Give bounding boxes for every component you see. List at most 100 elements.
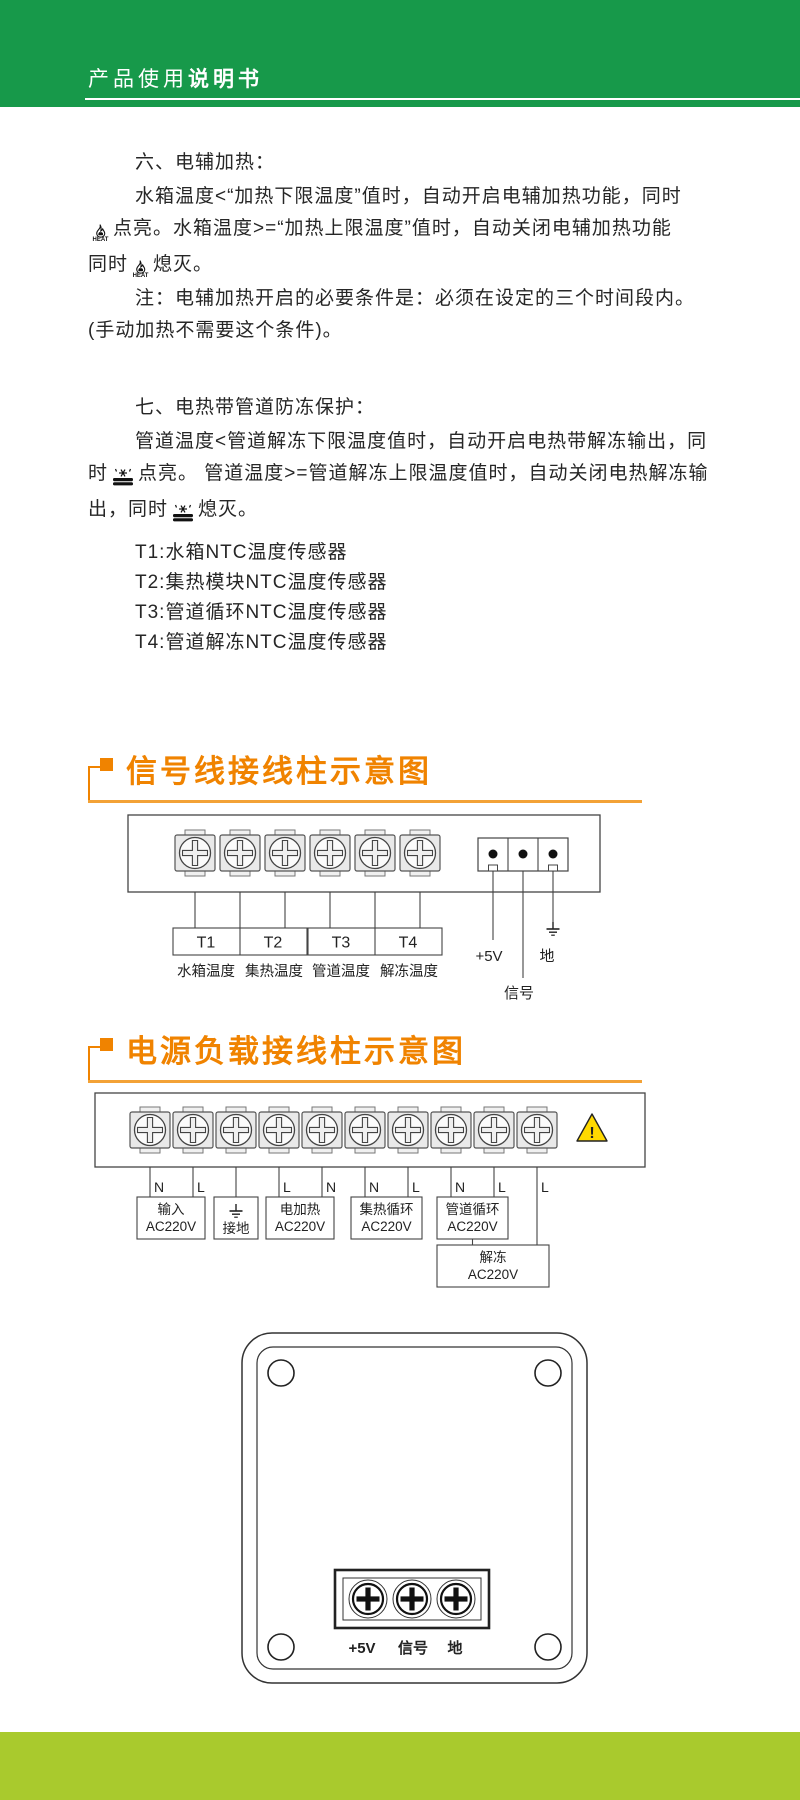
screw-terminal-icon <box>344 1106 386 1154</box>
panel-terminal-block: +5V 信号 地 <box>333 1568 491 1657</box>
heat-icon-caption: HEAT <box>92 237 109 243</box>
mounting-hole <box>267 1359 295 1387</box>
sensor-item-t2: T2:集热模块NTC温度传感器 <box>135 572 388 593</box>
connector-pin-dot <box>488 849 498 859</box>
defrost-line2-post: 点亮。 管道温度>=管道解冻上限温度值时，自动关闭电热解冻输 <box>138 463 709 484</box>
heating-line3: 同时 HEAT 熄灭。 <box>88 252 213 279</box>
terminal-label-t1: T1 <box>197 935 216 952</box>
defrost-box-line2: AC220V <box>468 1267 518 1282</box>
wire-label-n: N <box>326 1179 336 1195</box>
page-title: 产品使用说明书 <box>88 63 263 93</box>
heating-line3-pre: 同时 <box>88 254 129 275</box>
input-box-line2: AC220V <box>146 1219 196 1234</box>
sensor-item-t1: T1:水箱NTC温度传感器 <box>135 542 348 563</box>
panel-screw-icon <box>392 1579 432 1619</box>
wire-label-n: N <box>455 1179 465 1195</box>
heating-line3-post: 熄灭。 <box>153 254 214 275</box>
screw-terminal-icon <box>264 829 306 877</box>
panel-plus5v-label: +5V <box>348 1640 375 1657</box>
screw-terminal-icon <box>473 1106 515 1154</box>
panel-screw-icon <box>348 1579 388 1619</box>
heat-indicator-icon: HEAT <box>92 224 109 243</box>
page-title-regular: 产品使用 <box>88 68 188 91</box>
screw-terminal-icon <box>430 1106 472 1154</box>
screw-terminal-icon <box>399 829 441 877</box>
connector-pin-dot <box>548 849 558 859</box>
defrost-line3-post: 熄灭。 <box>198 499 259 520</box>
heater-box-line1: 电加热 <box>280 1202 321 1217</box>
terminal-label-t4: T4 <box>399 935 418 952</box>
title-square-bullet <box>100 1038 113 1051</box>
defrost-line3-pre: 出，同时 <box>88 499 169 520</box>
sensor-descriptions: 水箱温度 集热温度 管道温度 解冻温度 <box>177 962 438 980</box>
title-corner-mark <box>88 1046 104 1082</box>
title-underline <box>88 1080 642 1083</box>
pipe-box-line2: AC220V <box>447 1219 497 1234</box>
sensor-item-t4: T4:管道解冻NTC温度传感器 <box>135 632 388 653</box>
collector-box-line1: 集热循环 <box>360 1202 414 1217</box>
page-title-bold: 说明书 <box>188 68 263 91</box>
title-corner-mark <box>88 766 104 802</box>
title-square-bullet <box>100 758 113 771</box>
heating-note2: (手动加热不需要这个条件)。 <box>88 320 343 341</box>
wire-label-l: L <box>197 1179 205 1195</box>
screw-terminal-icon <box>354 829 396 877</box>
heating-note1: 注：电辅加热开启的必要条件是：必须在设定的三个时间段内。 <box>135 288 696 309</box>
defrost-line1: 管道温度<管道解冻下限温度值时，自动开启电热带解冻输出，同 <box>135 431 708 452</box>
back-panel-drawing: +5V 信号 地 <box>241 1332 588 1684</box>
desc-pipe-temp: 管道温度 <box>312 963 370 980</box>
panel-mounting-holes <box>267 1359 562 1661</box>
signal-section-title-text: 信号线接线柱示意图 <box>126 754 432 789</box>
wire-letter-labels: N L L N N L N L L <box>154 1179 549 1195</box>
terminal-label-t3: T3 <box>332 935 351 952</box>
defrost-box-line1: 解冻 <box>480 1250 507 1265</box>
signal-label: 信号 <box>504 985 534 1002</box>
connector-pin-dot <box>518 849 528 859</box>
pipe-box-line1: 管道循环 <box>446 1202 500 1217</box>
header-band: 产品使用说明书 <box>0 0 800 107</box>
ground-label: 地 <box>539 948 554 965</box>
defrost-line2-pre: 时 <box>88 463 109 484</box>
heating-line2-text: 点亮。水箱温度>=“加热上限温度”值时，自动关闭电辅加热功能 <box>113 218 672 239</box>
mounting-hole <box>534 1633 562 1661</box>
wire-label-l: L <box>283 1179 291 1195</box>
heat-indicator-icon: HEAT <box>132 260 149 279</box>
heating-heading: 六、电辅加热： <box>135 152 276 173</box>
title-underline <box>88 800 642 803</box>
load-label-boxes: 输入 AC220V 接地 电加热 AC220V 集热循环 AC220V 管道循环… <box>136 1196 550 1288</box>
wire-label-l: L <box>412 1179 420 1195</box>
screw-terminal-icon <box>219 829 261 877</box>
sensor-wires <box>194 892 421 928</box>
heating-line1: 水箱温度<“加热下限温度”值时，自动开启电辅加热功能，同时 <box>135 186 682 207</box>
power-terminal-diagram: ! N L L N N L N L L 输入 AC22 <box>94 1092 646 1288</box>
screw-terminal-icon <box>172 1106 214 1154</box>
earth-ground-icon <box>545 921 561 937</box>
signal-connector-wires: +5V 地 信号 <box>475 871 561 1002</box>
power-wires <box>149 1167 538 1245</box>
wire-label-n: N <box>369 1179 379 1195</box>
power-section-title-text: 电源负载接线柱示意图 <box>126 1034 466 1069</box>
screw-terminal-icon <box>309 829 351 877</box>
signal-connector <box>477 837 569 872</box>
heat-icon-caption: HEAT <box>132 273 149 279</box>
wire-label-l: L <box>498 1179 506 1195</box>
plus5v-label: +5V <box>475 948 502 965</box>
desc-collector-temp: 集热温度 <box>245 963 303 980</box>
svg-text:!: ! <box>589 1125 594 1142</box>
input-box-line1: 输入 <box>158 1202 185 1217</box>
screw-terminal-icon <box>215 1106 257 1154</box>
terminal-label-t2: T2 <box>264 935 283 952</box>
footer-band <box>0 1732 800 1800</box>
defrost-line3: 出，同时 熄灭。 <box>88 497 258 523</box>
screw-terminal-icon <box>516 1106 558 1154</box>
warning-triangle-icon: ! <box>576 1113 608 1142</box>
earth-box-label: 接地 <box>223 1220 250 1236</box>
sensor-label-boxes: T1 T2 T3 T4 <box>172 927 443 956</box>
wire-label-n: N <box>154 1179 164 1195</box>
mounting-hole <box>267 1633 295 1661</box>
desc-tank-temp: 水箱温度 <box>177 963 235 980</box>
sensor-item-t3: T3:管道循环NTC温度传感器 <box>135 602 388 623</box>
screw-terminal-icon <box>129 1106 171 1154</box>
panel-ground-label: 地 <box>447 1639 462 1657</box>
